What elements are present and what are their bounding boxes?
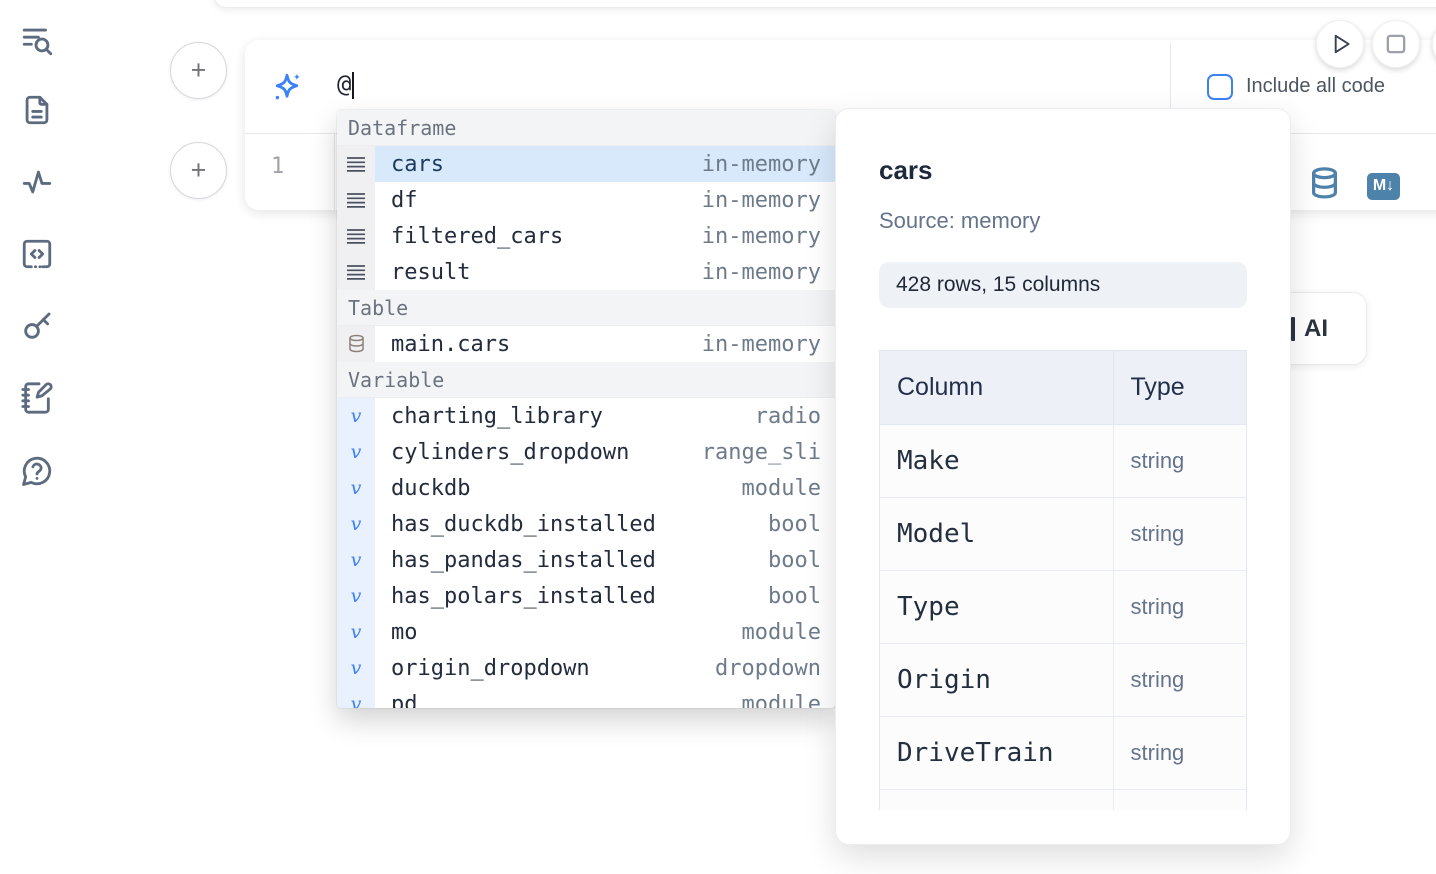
schema-table: Column Type Make string Model string Typ…	[880, 351, 1246, 810]
shape-badge: 428 rows, 15 columns	[879, 262, 1247, 308]
text-cursor	[352, 71, 355, 99]
sidebar-item-snippets[interactable]	[19, 236, 55, 272]
autocomplete-section-header: Dataframe	[337, 110, 835, 146]
variable-icon: v	[337, 434, 375, 470]
sidebar-item-help[interactable]	[19, 453, 55, 489]
autocomplete-section-header: Variable	[337, 362, 835, 398]
divider	[1170, 42, 1171, 132]
table-row-clipped	[880, 789, 1246, 810]
schema-header-row: Column Type	[880, 351, 1246, 425]
code-editor-row[interactable]: 1 M↓	[245, 134, 1436, 210]
markdown-convert-icon[interactable]: M↓	[1367, 172, 1400, 200]
sparkles-ai-icon	[269, 70, 305, 111]
variable-icon: v	[337, 506, 375, 542]
variable-icon: v	[337, 650, 375, 686]
sidebar-item-shortcuts[interactable]	[19, 308, 55, 344]
column-header: Column	[880, 351, 1114, 425]
snippets-icon	[22, 239, 52, 269]
sidebar	[0, 0, 72, 874]
ai-prompt-row: @ Include all code	[245, 40, 1436, 133]
stop-cell-button[interactable]	[1372, 20, 1420, 68]
line-number-gutter: 1	[245, 134, 335, 210]
table-of-contents-search-icon	[22, 28, 53, 56]
dataframe-rows-icon	[337, 218, 375, 254]
sidebar-item-table-of-contents[interactable]	[19, 22, 55, 58]
include-all-code-label: Include all code	[1246, 75, 1385, 97]
run-cell-button[interactable]	[1316, 20, 1364, 68]
cell-actions: M↓	[1310, 166, 1400, 206]
clipped-letter	[1291, 316, 1295, 341]
dataframe-rows-icon	[337, 254, 375, 290]
table-row: Make string	[880, 424, 1246, 498]
dataframe-rows-icon	[337, 182, 375, 218]
preview-source: Source: memory	[879, 208, 1041, 233]
activity-icon	[22, 170, 52, 194]
autocomplete-section-header: Table	[337, 290, 835, 326]
help-icon	[22, 456, 52, 486]
database-icon	[337, 326, 375, 362]
include-all-code-checkbox[interactable]	[1207, 73, 1233, 100]
variable-icon: v	[337, 398, 375, 434]
schema-table-container[interactable]: Column Type Make string Model string Typ…	[879, 350, 1247, 810]
include-all-code-zone: Include all code	[1190, 40, 1385, 133]
keyboard-shortcuts-icon	[24, 312, 51, 339]
variable-icon: v	[337, 614, 375, 650]
play-icon	[1334, 34, 1350, 54]
variable-icon: v	[337, 578, 375, 614]
sidebar-item-activity[interactable]	[19, 164, 55, 200]
ai-prompt-value: @	[337, 70, 352, 98]
table-row: Model string	[880, 497, 1246, 571]
preview-title: cars	[879, 155, 933, 185]
variable-icon: v	[337, 470, 375, 506]
ai-prompt-input[interactable]: @	[337, 70, 355, 99]
ai-chip-label: AI	[1304, 314, 1328, 342]
sidebar-item-files[interactable]	[19, 92, 55, 128]
datasource-icon[interactable]	[1310, 166, 1339, 206]
type-header: Type	[1113, 351, 1246, 425]
scratchpad-icon	[21, 382, 53, 414]
add-cell-below-button[interactable]: +	[170, 142, 227, 199]
document-icon	[25, 95, 49, 125]
previous-cell-edge	[213, 0, 1436, 8]
table-row: Origin string	[880, 643, 1246, 717]
dataframe-preview-panel: cars Source: memory 428 rows, 15 columns…	[835, 108, 1291, 845]
variable-icon: v	[337, 686, 375, 708]
stop-icon	[1386, 34, 1406, 54]
table-row: DriveTrain string	[880, 716, 1246, 790]
variable-icon: v	[337, 542, 375, 578]
sidebar-item-scratchpad[interactable]	[19, 380, 55, 416]
table-row: Type string	[880, 570, 1246, 644]
add-cell-above-button[interactable]: +	[170, 42, 227, 99]
dataframe-rows-icon	[337, 146, 375, 182]
line-number: 1	[271, 154, 285, 179]
